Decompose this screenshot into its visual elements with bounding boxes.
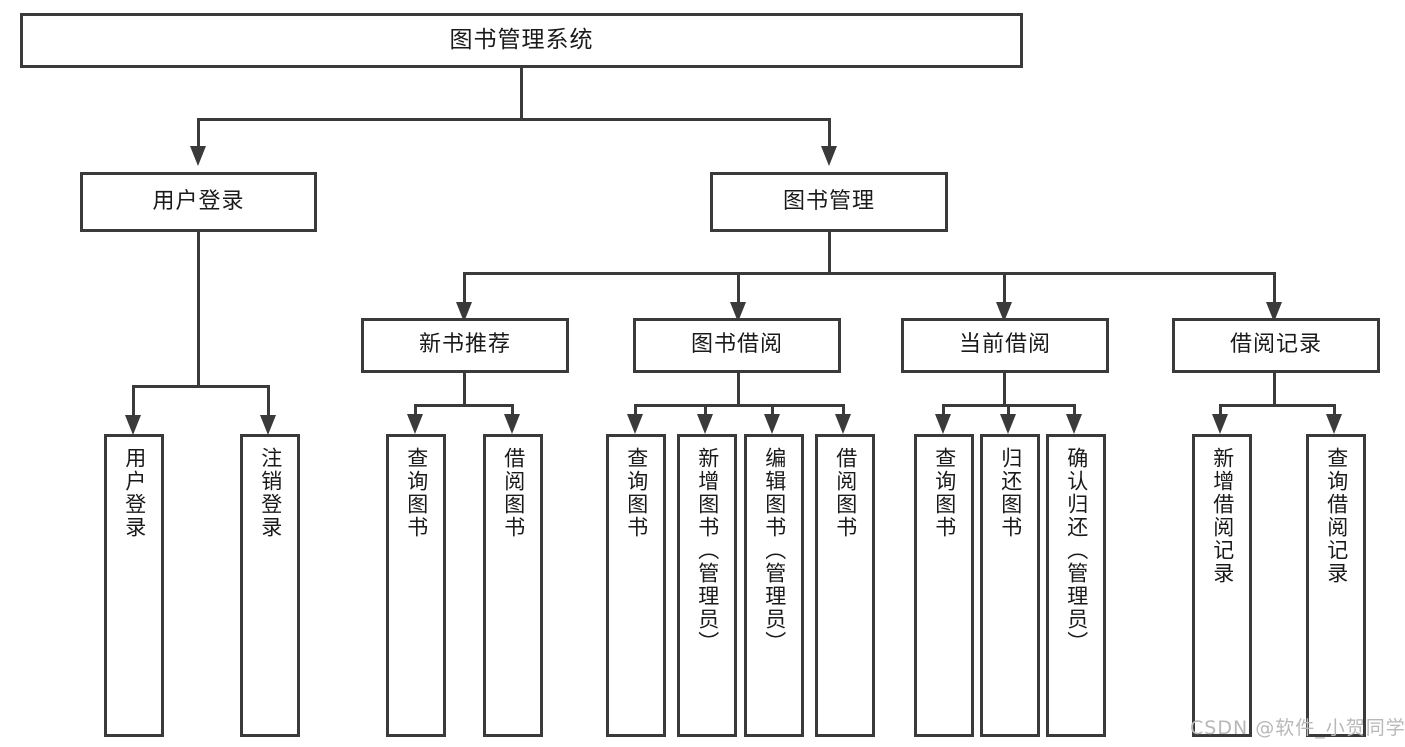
connector-user-login-bus — [132, 385, 270, 388]
leaf-query-borrow-record[interactable]: 查询借阅记录 — [1306, 434, 1366, 737]
arrow-to-new-book — [456, 302, 472, 322]
leaf-return-book[interactable]: 归还图书 — [980, 434, 1040, 737]
connector-user-login-stem — [197, 232, 200, 387]
connector-user-login-child-2 — [267, 385, 270, 417]
node-new-book-recommend[interactable]: 新书推荐 — [361, 318, 569, 373]
node-system-title[interactable]: 图书管理系统 — [20, 13, 1023, 68]
connector-title-bus — [197, 118, 831, 121]
arrow-to-user-login — [190, 146, 206, 166]
leaf-label: 新增图书（管理员） — [695, 447, 720, 654]
arrow-to-current-borrow — [996, 302, 1012, 322]
node-borrow-record[interactable]: 借阅记录 — [1172, 318, 1380, 373]
leaf-label: 查询图书 — [932, 447, 957, 539]
connector-book-borrow-child-3 — [771, 404, 774, 418]
node-label: 借阅记录 — [1229, 332, 1322, 358]
leaf-logout[interactable]: 注销登录 — [240, 434, 300, 737]
leaf-label: 查询借阅记录 — [1324, 447, 1349, 585]
connector-current-borrow-child-2 — [1007, 404, 1010, 418]
node-label: 用户登录 — [152, 188, 245, 214]
arrow-user-login-child-1 — [125, 415, 141, 435]
connector-current-borrow-stem — [1003, 373, 1006, 406]
connector-book-borrow-bus — [634, 404, 845, 407]
node-label: 图书管理系统 — [449, 26, 594, 53]
connector-book-borrow-stem — [737, 373, 740, 406]
arrow-book-borrow-child-4 — [835, 414, 851, 434]
arrow-borrow-record-child-2 — [1326, 414, 1342, 434]
arrow-new-book-child-2 — [504, 414, 520, 434]
connector-to-user-login — [197, 118, 200, 148]
leaf-query-book-current[interactable]: 查询图书 — [914, 434, 974, 737]
connector-to-new-book — [463, 272, 466, 304]
arrow-current-borrow-child-3 — [1066, 414, 1082, 434]
arrow-book-borrow-child-1 — [627, 414, 643, 434]
arrow-borrow-record-child-1 — [1212, 414, 1228, 434]
connector-borrow-record-bus — [1219, 404, 1336, 407]
leaf-edit-book-admin[interactable]: 编辑图书（管理员） — [744, 434, 804, 737]
arrow-book-borrow-child-2 — [697, 414, 713, 434]
leaf-label: 查询图书 — [624, 447, 649, 539]
leaf-label: 借阅图书 — [501, 447, 526, 539]
node-label: 图书借阅 — [690, 332, 783, 358]
leaf-query-book-recommend[interactable]: 查询图书 — [386, 434, 446, 737]
leaf-label: 注销登录 — [258, 447, 283, 539]
arrow-to-book-borrow — [730, 302, 746, 322]
arrow-user-login-child-2 — [260, 415, 276, 435]
arrow-to-book-manage — [821, 146, 837, 166]
connector-current-borrow-child-1 — [942, 404, 945, 418]
connector-book-borrow-child-4 — [842, 404, 845, 418]
connector-borrow-record-stem — [1273, 373, 1276, 406]
leaf-label: 查询图书 — [404, 447, 429, 539]
connector-to-book-manage — [828, 118, 831, 148]
connector-to-current-borrow — [1003, 272, 1006, 304]
connector-new-book-child-2 — [511, 404, 514, 418]
node-current-borrow[interactable]: 当前借阅 — [901, 318, 1109, 373]
leaf-add-book-admin[interactable]: 新增图书（管理员） — [677, 434, 737, 737]
leaf-label: 归还图书 — [998, 447, 1023, 539]
connector-to-borrow-record — [1273, 272, 1276, 304]
watermark-text: CSDN @软件_小贺同学 — [1190, 717, 1405, 739]
connector-new-book-child-1 — [414, 404, 417, 418]
node-label: 新书推荐 — [418, 332, 511, 358]
node-user-login[interactable]: 用户登录 — [80, 172, 317, 232]
connector-current-borrow-child-3 — [1073, 404, 1076, 418]
connector-book-borrow-child-1 — [634, 404, 637, 418]
leaf-borrow-book[interactable]: 借阅图书 — [815, 434, 875, 737]
arrow-to-borrow-record — [1266, 302, 1282, 322]
connector-book-borrow-child-2 — [704, 404, 707, 418]
node-book-borrow[interactable]: 图书借阅 — [633, 318, 841, 373]
leaf-confirm-return-admin[interactable]: 确认归还（管理员） — [1046, 434, 1106, 737]
connector-borrow-record-child-2 — [1333, 404, 1336, 418]
leaf-query-book-borrow[interactable]: 查询图书 — [606, 434, 666, 737]
leaf-label: 编辑图书（管理员） — [762, 447, 787, 654]
node-label: 图书管理 — [782, 188, 875, 214]
connector-new-book-bus — [414, 404, 514, 407]
leaf-label: 用户登录 — [122, 447, 147, 539]
node-book-management[interactable]: 图书管理 — [710, 172, 948, 232]
connector-book-manage-bus — [463, 272, 1276, 275]
arrow-current-borrow-child-2 — [1000, 414, 1016, 434]
connector-borrow-record-child-1 — [1219, 404, 1222, 418]
connector-user-login-child-1 — [132, 385, 135, 417]
leaf-label: 确认归还（管理员） — [1064, 447, 1089, 654]
connector-title-stem — [520, 68, 523, 120]
arrow-new-book-child-1 — [407, 414, 423, 434]
leaf-add-borrow-record[interactable]: 新增借阅记录 — [1192, 434, 1252, 737]
leaf-label: 借阅图书 — [833, 447, 858, 539]
node-label: 当前借阅 — [958, 332, 1051, 358]
connector-to-book-borrow — [737, 272, 740, 304]
connector-book-manage-stem — [828, 232, 831, 274]
connector-new-book-stem — [463, 373, 466, 406]
arrow-book-borrow-child-3 — [764, 414, 780, 434]
leaf-borrow-book-recommend[interactable]: 借阅图书 — [483, 434, 543, 737]
arrow-current-borrow-child-1 — [935, 414, 951, 434]
leaf-label: 新增借阅记录 — [1210, 447, 1235, 585]
leaf-user-login[interactable]: 用户登录 — [104, 434, 164, 737]
